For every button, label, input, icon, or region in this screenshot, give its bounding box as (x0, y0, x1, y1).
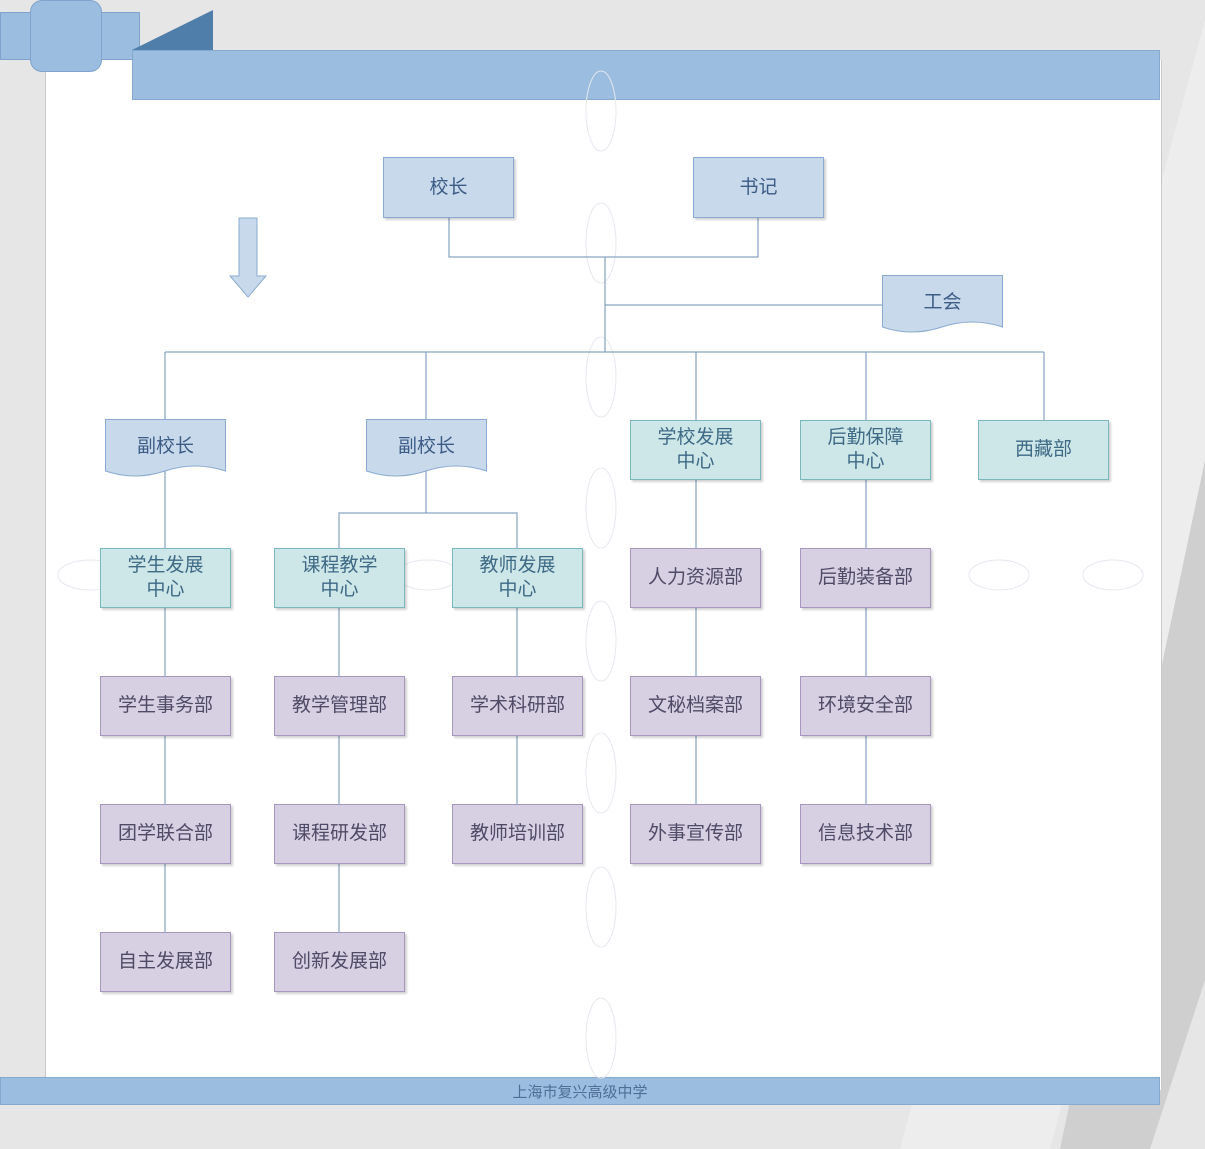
footer-title: 上海市复兴高级中学 (512, 1083, 648, 1101)
arrow-down-icon (228, 217, 268, 298)
school-dev-center-box: 学校发展 中心 (630, 420, 761, 480)
header-knob (30, 0, 102, 72)
vice-principal-box-2: 副校长 (366, 419, 487, 483)
env-safety-dept-box: 环境安全部 (800, 676, 931, 736)
vice-principal-box-1: 副校长 (105, 419, 226, 483)
foreign-affairs-pr-dept-box: 外事宣传部 (630, 804, 761, 864)
innovation-dev-dept-box: 创新发展部 (274, 932, 405, 992)
union-label: 工会 (923, 291, 962, 313)
logistics-equipment-dept-box: 后勤装备部 (800, 548, 931, 608)
logistics-center-box: 后勤保障 中心 (800, 420, 931, 480)
footer-band: 上海市复兴高级中学 (0, 1077, 1160, 1105)
union-box: 工会 (882, 275, 1003, 339)
header-band (132, 50, 1160, 100)
secretariat-archives-dept-box: 文秘档案部 (630, 676, 761, 736)
principal-box: 校长 (383, 157, 514, 218)
teacher-dev-center-box: 教师发展 中心 (452, 548, 583, 608)
page-canvas (45, 60, 1162, 1090)
academic-research-dept-box: 学术科研部 (452, 676, 583, 736)
curriculum-center-box: 课程教学 中心 (274, 548, 405, 608)
self-dev-dept-box: 自主发展部 (100, 932, 231, 992)
vice-principal-label-1: 副校长 (136, 435, 194, 457)
tibet-dept-box: 西藏部 (978, 420, 1109, 480)
vice-principal-label-2: 副校长 (397, 435, 455, 457)
teacher-training-dept-box: 教师培训部 (452, 804, 583, 864)
secretary-box: 书记 (693, 157, 824, 218)
header-fold (132, 10, 213, 50)
student-dev-center-box: 学生发展 中心 (100, 548, 231, 608)
youth-union-dept-box: 团学联合部 (100, 804, 231, 864)
teaching-mgmt-dept-box: 教学管理部 (274, 676, 405, 736)
it-dept-box: 信息技术部 (800, 804, 931, 864)
hr-dept-box: 人力资源部 (630, 548, 761, 608)
curriculum-rd-dept-box: 课程研发部 (274, 804, 405, 864)
student-affairs-dept-box: 学生事务部 (100, 676, 231, 736)
